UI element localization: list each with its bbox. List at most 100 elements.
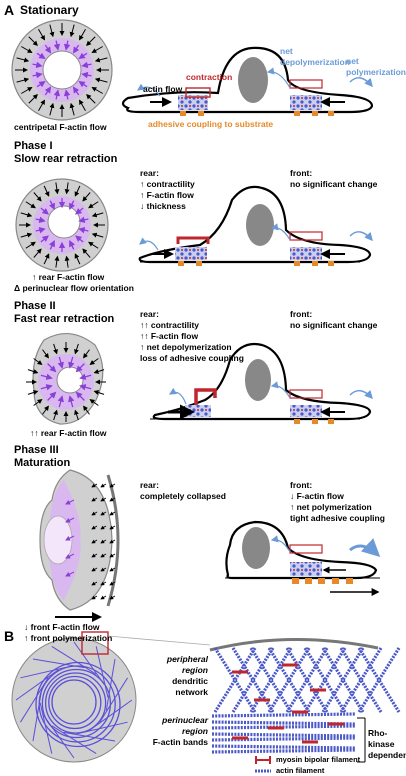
flow-arrow: [63, 89, 71, 100]
phase2-rear: rear: ↑↑ contractility ↑↑ F-actin flow ↑…: [140, 309, 244, 363]
flow-arrow: [47, 363, 57, 373]
actin-strand: [76, 721, 128, 735]
flow-arrow: [49, 200, 55, 210]
actin-strand: [51, 725, 97, 755]
flow-arrow: [27, 369, 39, 374]
flow-arrow: [43, 185, 50, 197]
label-actin-flow: actin flow: [143, 84, 183, 94]
flow-arrow: [49, 24, 55, 38]
panel-b-network: [209, 638, 401, 763]
flow-arrow: [27, 390, 39, 395]
flow-arrow: [89, 358, 99, 365]
myosin-filament: [292, 710, 308, 714]
flow-arrow: [91, 567, 98, 572]
actin-strand: [63, 731, 116, 742]
flow-arrow: [82, 248, 91, 258]
flow-arrow: [83, 349, 90, 359]
flow-arrow: [40, 207, 49, 215]
flow-arrow: [28, 94, 38, 104]
panel-b-legend: [255, 756, 271, 773]
phase3-disc: [39, 469, 120, 622]
actin-ring: [41, 668, 112, 739]
actin-strand: [73, 641, 105, 685]
flow-arrow: [88, 241, 99, 249]
flow-arrow: [36, 52, 46, 60]
flow-arrow: [49, 102, 55, 116]
flow-arrow: [109, 553, 116, 558]
flow-arrow: [109, 539, 116, 544]
flow-arrow: [40, 373, 53, 380]
flow-arrow: [54, 255, 60, 268]
flow-arrow: [47, 391, 57, 401]
flow-arrow: [78, 52, 88, 60]
flow-arrow: [109, 581, 116, 586]
flow-arrow: [44, 44, 52, 54]
flow-arrow: [69, 200, 75, 210]
actin-ring: [51, 679, 97, 725]
flow-arrow: [91, 483, 98, 488]
phase1-cell: [138, 185, 373, 266]
flow-arrow: [65, 517, 75, 523]
flow-arrow: [91, 595, 98, 600]
flow-arrow: [91, 553, 98, 558]
flow-arrow: [72, 44, 80, 54]
flow-arrow: [43, 253, 50, 265]
phase1-title: Phase I Slow rear retraction: [14, 140, 118, 165]
flow-arrow: [78, 99, 86, 111]
flow-arrow: [33, 399, 43, 406]
flow-arrow: [100, 581, 107, 586]
flow-arrow: [69, 102, 75, 116]
flow-arrow: [21, 87, 33, 94]
actin-strand: [43, 715, 75, 759]
myosin-filament: [232, 670, 248, 674]
flow-arrow: [93, 390, 105, 395]
myosin-filament: [310, 688, 326, 692]
actin-strand: [51, 645, 97, 675]
flow-arrow: [25, 241, 36, 249]
flow-arrow: [81, 71, 92, 79]
flow-arrow: [91, 511, 98, 516]
myosin-filament: [268, 726, 284, 730]
flow-arrow: [20, 212, 33, 218]
flow-arrow: [88, 201, 99, 209]
flow-arrow: [32, 71, 43, 79]
phase2-title: Phase II Fast rear retraction: [14, 300, 115, 325]
flow-arrow: [100, 539, 107, 544]
flow-arrow: [53, 409, 58, 421]
flow-arrow: [100, 511, 107, 516]
stationary-caption: centripetal F-actin flow: [14, 122, 107, 132]
flow-arrow: [65, 553, 75, 559]
actin-strand: [99, 677, 129, 723]
flow-arrow: [81, 61, 92, 69]
flow-arrow: [57, 395, 64, 408]
flow-arrow: [33, 248, 42, 258]
actin-filament: [211, 748, 356, 754]
flow-arrow: [65, 535, 75, 541]
flow-arrow: [69, 24, 75, 38]
label-net-depolymerization: net depolymerization: [280, 46, 350, 67]
actin-strand: [20, 665, 72, 679]
actin-filament: [211, 736, 356, 742]
phase1-rear: rear: ↑ contractility ↑ F-actin flow ↓ t…: [140, 168, 195, 211]
flow-arrow: [100, 497, 107, 502]
flow-arrow: [109, 497, 116, 502]
flow-arrow: [82, 192, 91, 202]
actin-strand: [32, 658, 85, 669]
myosin-filament: [282, 663, 298, 667]
actin-ring: [48, 675, 102, 730]
phase1-front: front: no significant change: [290, 168, 378, 189]
flow-arrow: [36, 80, 46, 88]
phase2-cell: [150, 342, 373, 424]
flow-arrow: [86, 94, 96, 104]
actin-filament: [211, 732, 356, 738]
phase3-caption: ↓ front F-actin flow ↑ front polymerizat…: [24, 622, 113, 643]
flow-arrow: [91, 581, 98, 586]
phase2-caption: ↑↑ rear F-actin flow: [30, 428, 107, 438]
flow-arrow: [93, 369, 105, 374]
flow-arrow: [64, 255, 70, 268]
flow-arrow: [69, 240, 75, 250]
flow-arrow: [53, 40, 61, 51]
flow-arrow: [21, 46, 33, 53]
flow-arrow: [74, 253, 81, 265]
panel-b-disc: [11, 631, 211, 763]
